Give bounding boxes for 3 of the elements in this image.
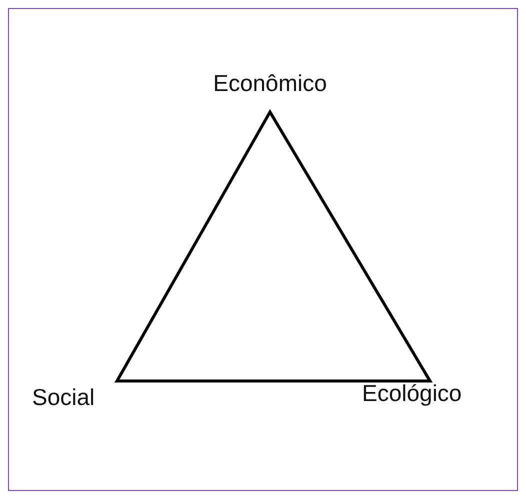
vertex-label: Ecológico: [362, 380, 462, 406]
vertex-label: Econômico: [213, 70, 327, 96]
vertex-label: Social: [32, 384, 95, 410]
